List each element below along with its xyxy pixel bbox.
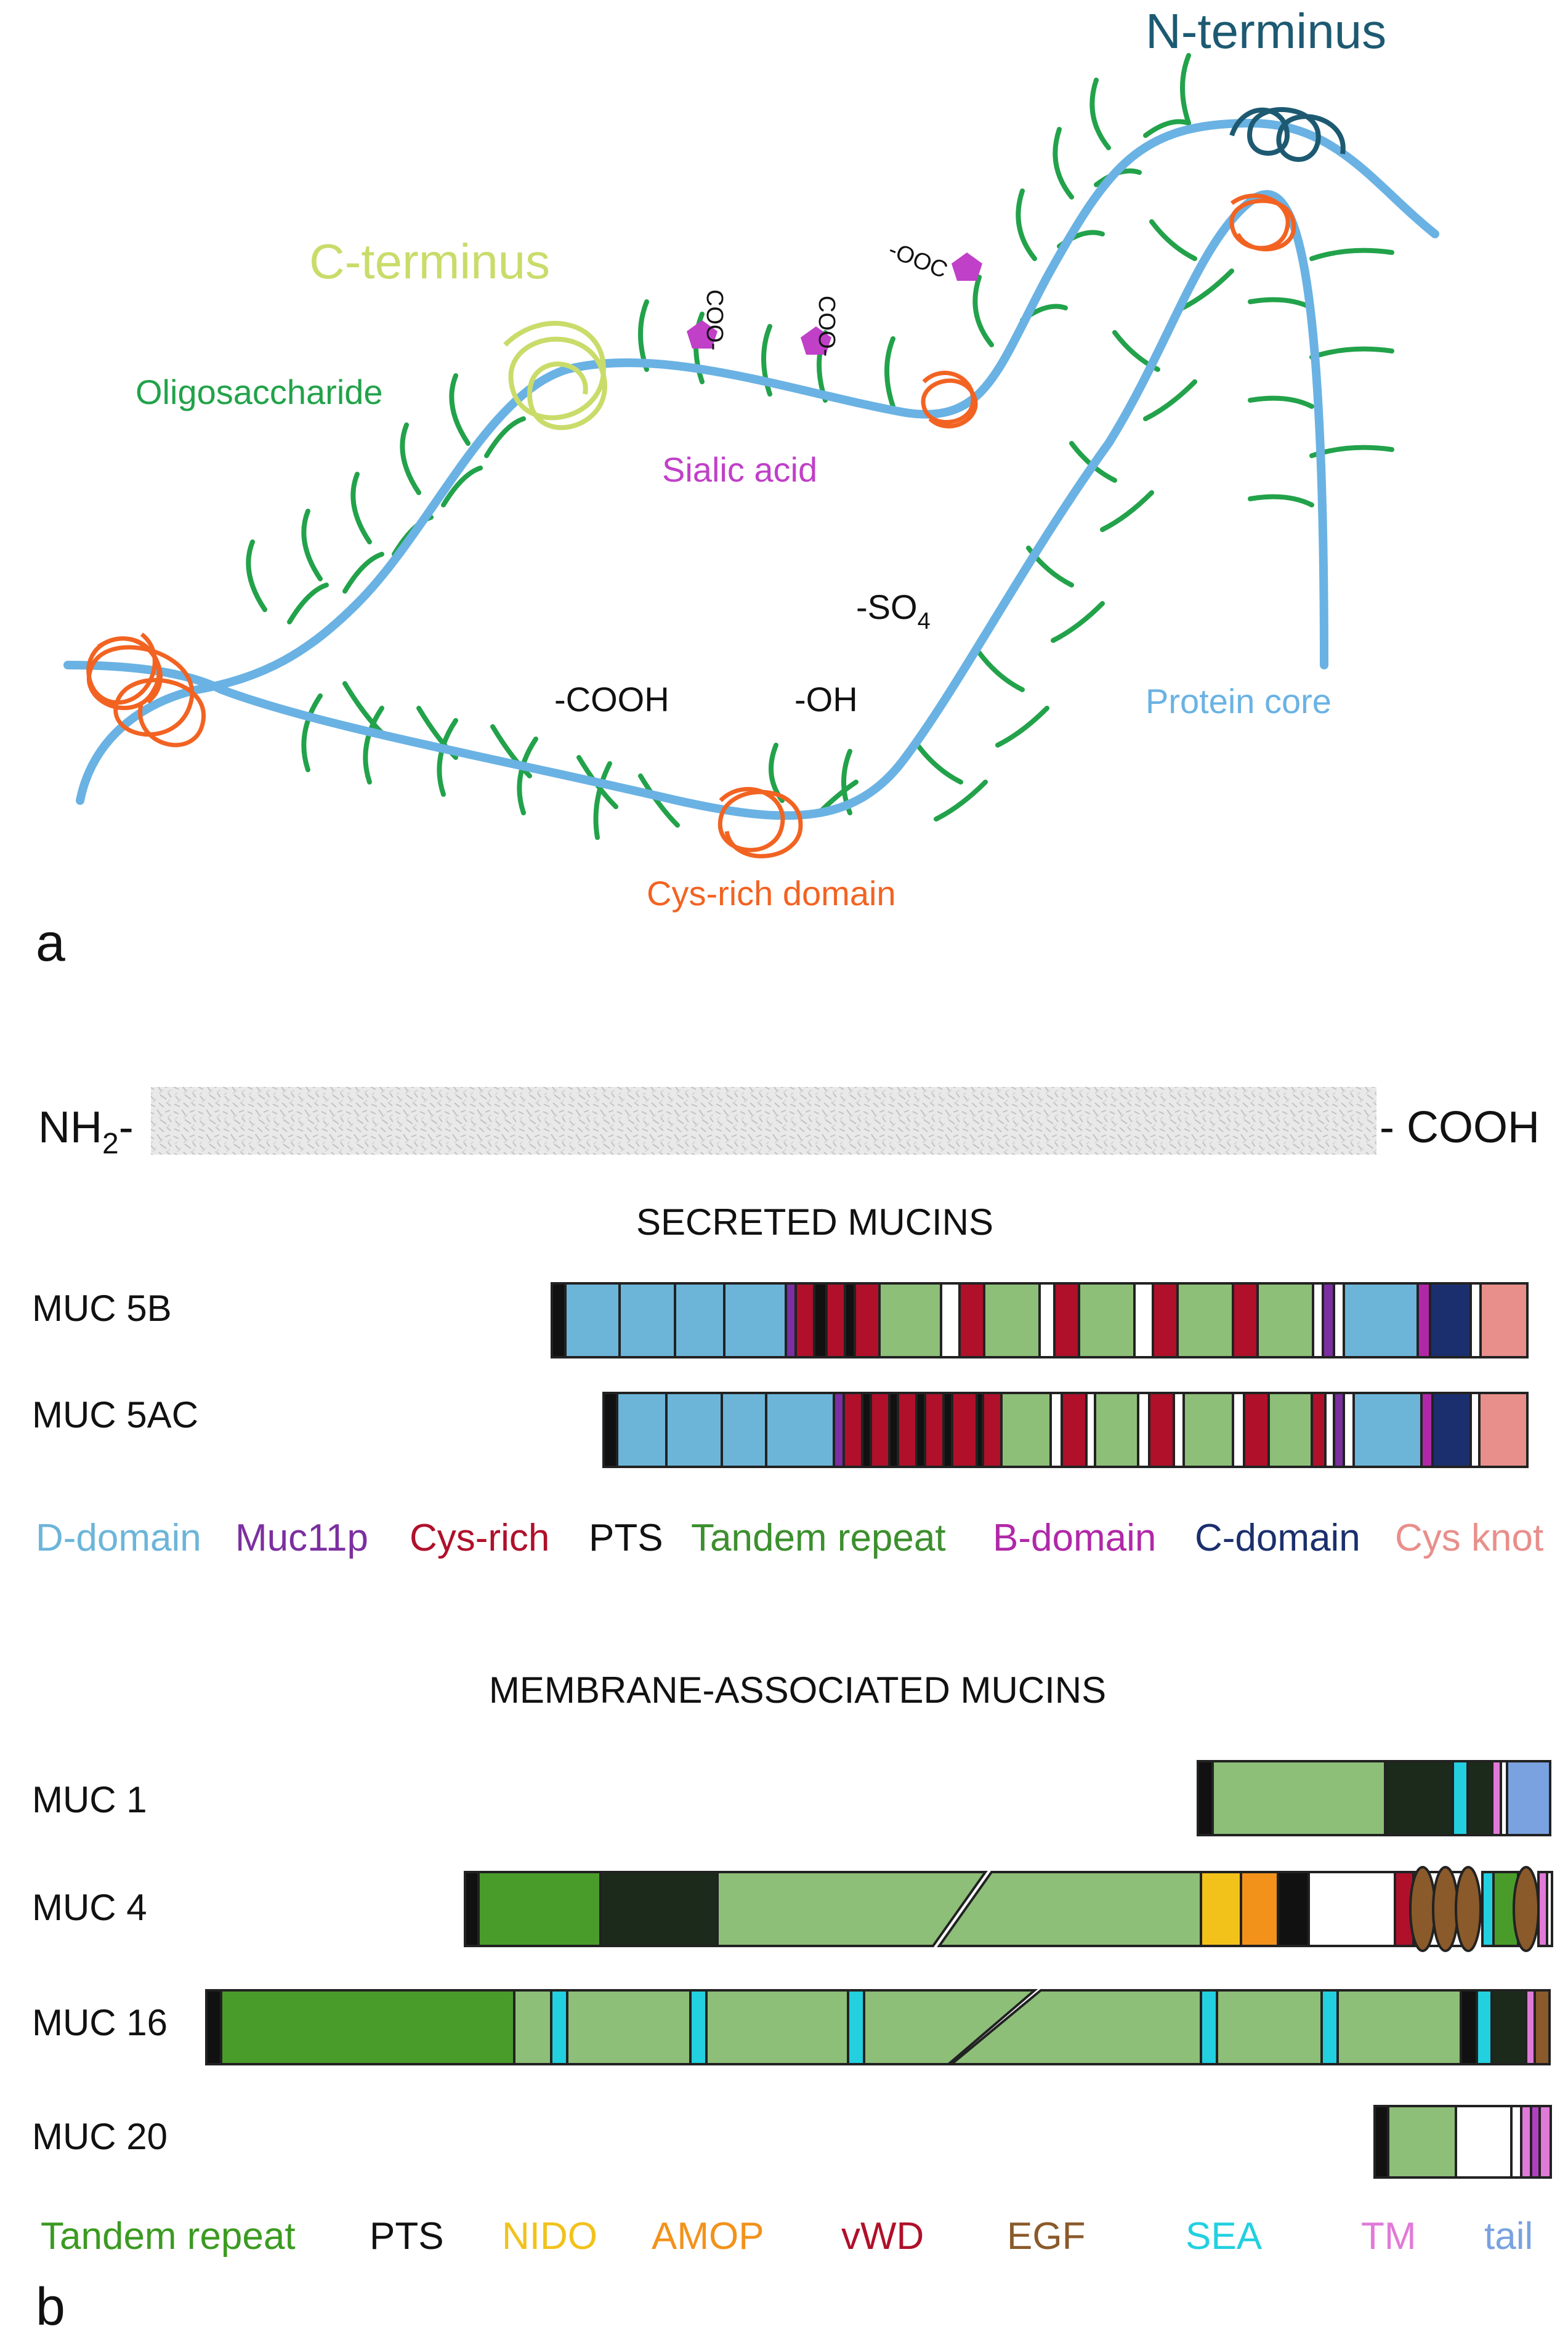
legend-cys-knot: Cys knot [1395,1517,1543,1559]
legend-tandem-repeat: Tandem repeat [691,1517,946,1559]
cys-rich-domain-label: Cys-rich domain [647,874,896,913]
legend-cys-rich: Cys-rich [410,1517,549,1559]
generic-mucin-backbone [151,1087,1376,1155]
membrane-legend: Tandem repeat PTS NIDO AMOP vWD EGF SEA … [41,2215,1533,2258]
muc16-name: MUC 16 [32,2002,168,2043]
muc1-name: MUC 1 [32,1779,147,1820]
legend-pts-membrane: PTS [370,2215,444,2258]
muc20-name: MUC 20 [32,2116,168,2157]
so4-group-label: -SO4 [856,587,931,634]
panel-a: N-terminus C-terminus Oligosaccharide Si… [36,4,1439,972]
legend-egf: EGF [1007,2215,1085,2258]
panel-a-letter: a [36,913,65,972]
membrane-mucins-title: MEMBRANE-ASSOCIATED MUCINS [489,1669,1106,1711]
muc4-name: MUC 4 [32,1887,147,1928]
legend-muc11p: Muc11p [235,1517,368,1559]
cys-rich-tangles [86,193,1296,858]
sialic-acid-pentagons [687,252,982,355]
legend-c-domain: C-domain [1195,1517,1360,1559]
coo-label-2: COO- [814,296,839,357]
c-terminus-label: C-terminus [309,234,550,289]
legend-d-domain: D-domain [36,1517,201,1559]
nh2-label: NH2- [38,1103,134,1160]
muc4-domain-bar [464,1866,1553,1952]
legend-sea: SEA [1186,2215,1263,2258]
c-terminus-tangle [503,321,607,430]
coo-label-1: COO- [701,289,727,350]
legend-b-domain: B-domain [993,1517,1156,1559]
legend-tandem-repeat-membrane: Tandem repeat [41,2215,296,2258]
muc1-domain-bar [1197,1760,1551,1836]
legend-tail: tail [1484,2215,1533,2258]
protein-core-strand [76,118,1439,805]
cooh-group-label: -COOH [554,680,669,719]
n-terminus-tangle [1229,107,1346,162]
cooh-label: - COOH [1380,1103,1540,1152]
legend-amop: AMOP [652,2215,763,2258]
muc20-domain-bar [1373,2105,1552,2179]
legend-nido: NIDO [502,2215,597,2258]
protein-core-label: Protein core [1146,682,1332,720]
legend-pts: PTS [589,1517,663,1559]
secreted-mucins-title: SECRETED MUCINS [636,1201,993,1243]
n-terminus-label: N-terminus [1146,4,1386,59]
oligosaccharide-label: Oligosaccharide [135,373,383,411]
muc5ac-name: MUC 5AC [32,1394,198,1435]
muc5ac-domain-bar [602,1392,1529,1468]
muc16-domain-bar [205,1989,1551,2065]
panel-b: NH2- - COOH SECRETED MUCINS MUC 5B [32,1087,1553,2336]
ooc-label: -OOC [885,236,952,283]
muc5b-name: MUC 5B [32,1288,172,1329]
legend-tm: TM [1361,2215,1416,2258]
secreted-legend: D-domain Muc11p Cys-rich PTS Tandem repe… [36,1517,1543,1559]
panel-b-letter: b [36,2277,65,2336]
muc5b-domain-bar [551,1282,1529,1358]
legend-vwd: vWD [841,2215,924,2258]
sialic-acid-label: Sialic acid [662,450,817,489]
oh-group-label: -OH [794,680,858,719]
